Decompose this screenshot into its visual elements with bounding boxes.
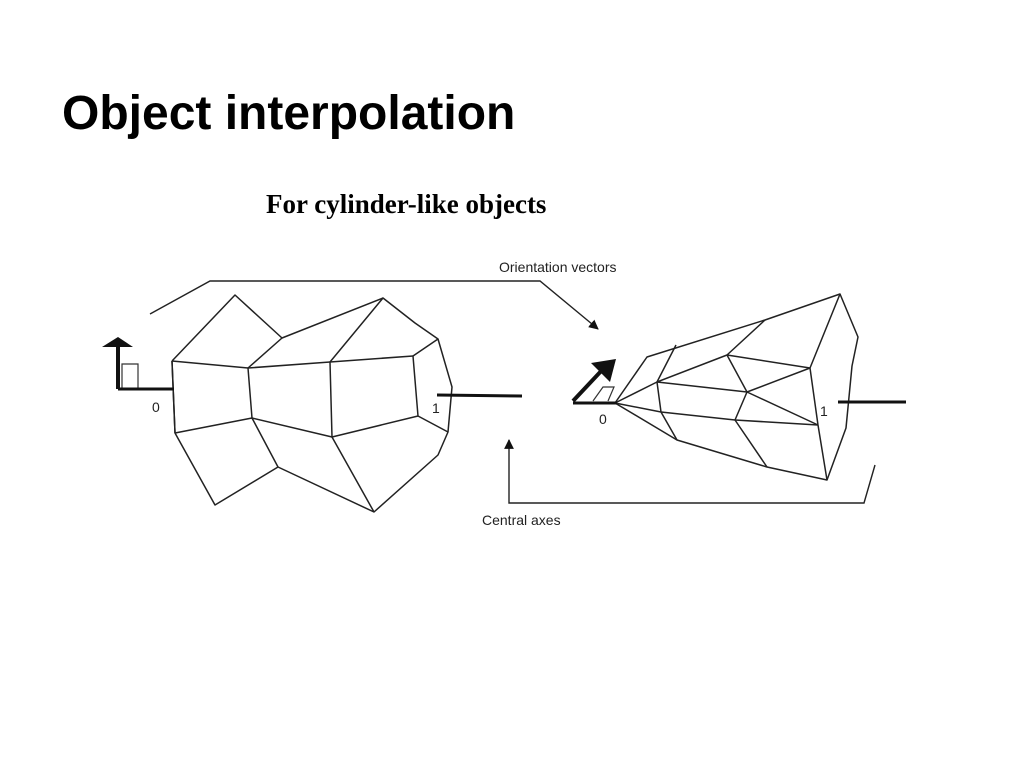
right-start-label: 0 [599,411,607,427]
left-central-axis-end [436,393,523,398]
right-end-label: 1 [820,403,828,419]
slide-title: Object interpolation [62,87,516,140]
left-end-label: 1 [432,400,440,416]
central-axes-leader [504,439,876,504]
left-orientation-vector [102,337,139,389]
left-start-label: 0 [152,399,160,415]
central-axes-label: Central axes [482,512,561,528]
right-cone-object [614,293,859,481]
orientation-vectors-label: Orientation vectors [499,259,617,275]
left-cylinder-object [171,294,453,513]
right-orientation-vector [571,359,616,403]
slide-subtitle: For cylinder-like objects [266,189,547,219]
orientation-vectors-leader [149,280,599,330]
